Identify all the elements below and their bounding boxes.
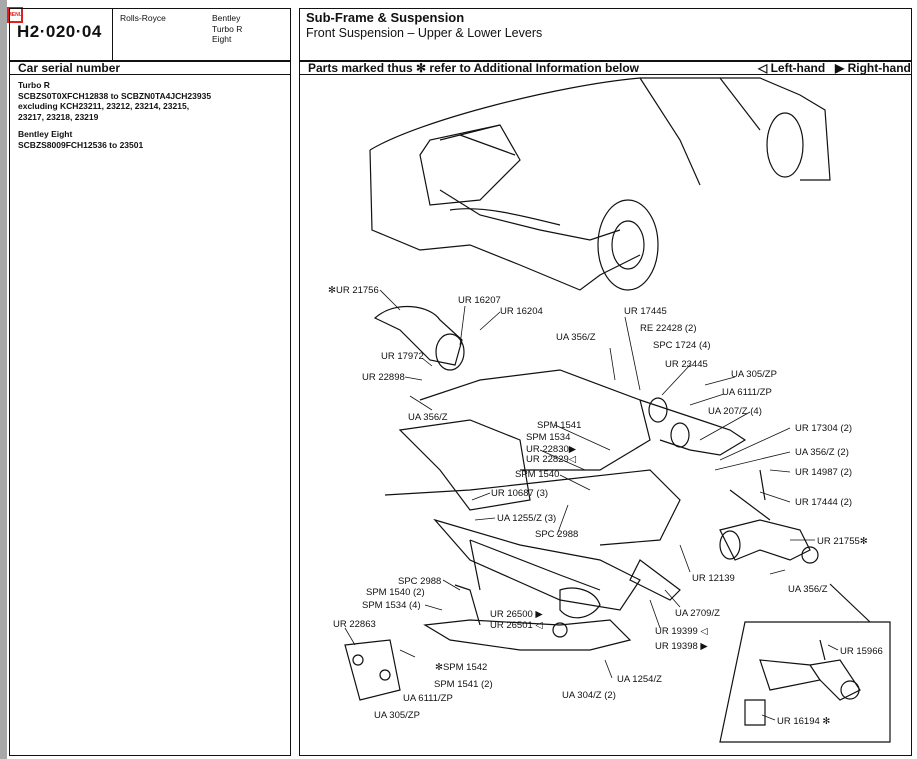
part-label: SPM 1534 (4) xyxy=(362,600,421,611)
diagram-panel xyxy=(299,61,912,756)
part-label: UR 10687 (3) xyxy=(491,488,548,499)
part-label: UA 207/Z (4) xyxy=(708,406,762,417)
part-label: SPM 1541 (2) xyxy=(434,679,493,690)
subframe-drawing xyxy=(344,305,819,701)
section-subtitle: Front Suspension – Upper & Lower Levers xyxy=(306,26,543,40)
part-label: UA 2709/Z xyxy=(675,608,720,619)
serial-line: Bentley Eight xyxy=(18,129,73,139)
part-label: SPM 1534 xyxy=(526,432,570,443)
serial-line: excluding KCH23211, 23212, 23214, 23215, xyxy=(18,101,190,111)
right-hand-legend: ▶ Right-hand xyxy=(835,61,911,75)
part-label: UR 22830▶ xyxy=(526,444,577,455)
part-label: UA 356/Z xyxy=(556,332,596,343)
leader-lines xyxy=(344,289,839,721)
part-label: UA 6111/ZP xyxy=(722,387,772,398)
part-label: ✻UR 21756 xyxy=(328,285,379,296)
model-turbo-r: Turbo R xyxy=(212,24,243,34)
part-label: UR 12139 xyxy=(692,573,735,584)
part-label: UR 23445 xyxy=(665,359,708,370)
part-label: UR 22898 xyxy=(362,372,405,383)
part-label: UA 1255/Z (3) xyxy=(497,513,556,524)
detail-inset xyxy=(719,583,891,743)
part-label: UA 1254/Z xyxy=(617,674,662,685)
part-label: UR 26500 ▶ xyxy=(490,609,543,620)
header-title-box xyxy=(299,8,912,61)
part-label: UR 19398 ▶ xyxy=(655,641,708,652)
part-label: UR 22863 xyxy=(333,619,376,630)
diagram-heading-bar xyxy=(299,61,912,75)
part-label: UR 14987 (2) xyxy=(795,467,852,478)
part-label: UA 356/Z xyxy=(788,584,828,595)
serial-line: 23217, 23218, 23219 xyxy=(18,112,99,122)
serial-line: SCBZS8009FCH12536 to 23501 xyxy=(18,140,144,150)
part-label: UR 15966 xyxy=(840,646,883,657)
left-sidebar-strip xyxy=(0,0,7,759)
serial-heading-bar xyxy=(9,61,291,75)
car-outline xyxy=(369,77,831,291)
part-label: UA 356/Z (2) xyxy=(795,447,849,458)
part-label: UR 21755✻ xyxy=(817,536,868,547)
page-code: H2·020·04 xyxy=(17,22,102,41)
section-title: Sub-Frame & Suspension xyxy=(306,10,465,25)
part-label: SPC 1724 (4) xyxy=(653,340,711,351)
part-label: UR 16207 xyxy=(458,295,501,306)
part-label: ✻SPM 1542 xyxy=(435,662,487,673)
part-label: UR 16194 ✻ xyxy=(777,716,830,727)
part-label: UA 304/Z (2) xyxy=(562,690,616,701)
part-label: UR 16204 xyxy=(500,306,543,317)
make-rolls-royce: Rolls-Royce xyxy=(120,13,166,23)
part-label: UR 22829◁ xyxy=(526,454,577,465)
part-label: SPC 2988 xyxy=(398,576,441,587)
additional-info-note: Parts marked thus ✻ refer to Additional … xyxy=(308,61,639,75)
part-label: UR 17444 (2) xyxy=(795,497,852,508)
code-cell xyxy=(9,8,113,61)
part-label: SPM 1540 (2) xyxy=(366,587,425,598)
part-label: UR 26501 ◁ xyxy=(490,620,543,631)
part-label: UA 305/ZP xyxy=(374,710,420,721)
part-label: UA 6111/ZP xyxy=(403,693,453,704)
serial-panel xyxy=(9,61,291,756)
part-label: SPM 1540 xyxy=(515,469,559,480)
part-label: UA 305/ZP xyxy=(731,369,777,380)
model-eight: Eight xyxy=(212,34,232,44)
part-label: RE 22428 (2) xyxy=(640,323,697,334)
part-label: SPM 1541 xyxy=(537,420,581,431)
left-hand-legend: ◁ Left-hand xyxy=(758,61,826,75)
part-label: UR 17445 xyxy=(624,306,667,317)
part-label: UA 356/Z xyxy=(408,412,448,423)
make-bentley: Bentley xyxy=(212,13,241,23)
suspension-diagram: ✻UR 21756 UR 16207 UR 16204 UR 17972 UR … xyxy=(328,77,891,743)
serial-heading: Car serial number xyxy=(18,61,121,75)
part-label: UR 17972 xyxy=(381,351,424,362)
part-label: UR 17304 (2) xyxy=(795,423,852,434)
serial-line: Turbo R xyxy=(18,80,50,90)
part-label: SPC 2988 xyxy=(535,529,578,540)
part-label: UR 19399 ◁ xyxy=(655,626,708,637)
serial-line: SCBZS0T0XFCH12838 to SCBZN0TA4JCH23935 xyxy=(18,91,212,101)
